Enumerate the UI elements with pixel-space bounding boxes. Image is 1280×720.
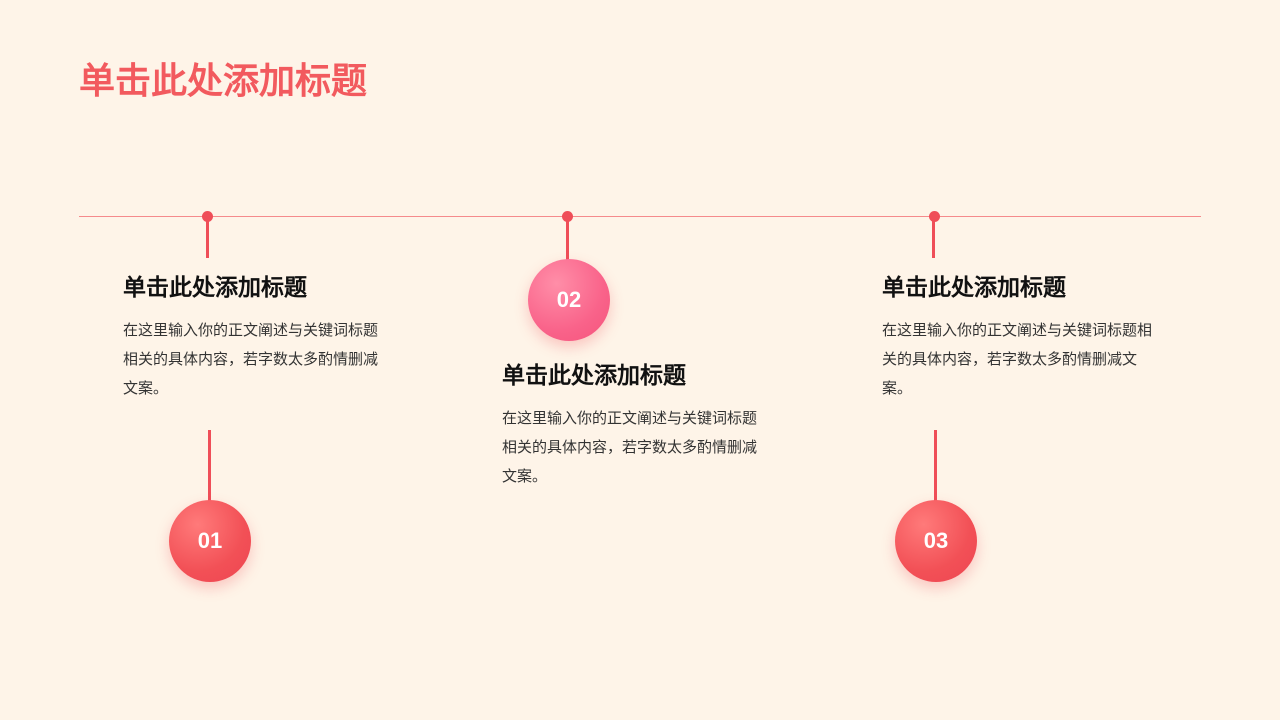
page-title[interactable]: 单击此处添加标题 xyxy=(79,61,368,102)
step-2-body[interactable]: 在这里输入你的正文阐述与关键词标题相关的具体内容，若字数太多酌情删减文案。 xyxy=(502,409,758,485)
step-1-body[interactable]: 在这里输入你的正文阐述与关键词标题相关的具体内容，若字数太多酌情删减文案。 xyxy=(123,321,379,397)
step-1-connector xyxy=(208,430,211,502)
step-3-number: 03 xyxy=(923,528,949,553)
step-3-body[interactable]: 在这里输入你的正文阐述与关键词标题相关的具体内容，若字数太多酌情删减文案。 xyxy=(882,321,1153,397)
step-1-number-badge: 01 xyxy=(169,500,251,582)
step-2-title[interactable]: 单击此处添加标题 xyxy=(502,363,686,389)
step-3-number-badge: 03 xyxy=(895,500,977,582)
timeline-line xyxy=(79,216,1201,217)
timeline-stem-3 xyxy=(932,216,935,258)
step-1-number: 01 xyxy=(197,528,223,553)
step-3-title[interactable]: 单击此处添加标题 xyxy=(882,275,1066,301)
step-1-title[interactable]: 单击此处添加标题 xyxy=(123,275,307,301)
timeline-stem-2 xyxy=(566,216,569,266)
step-2-number-badge: 02 xyxy=(528,259,610,341)
step-3-connector xyxy=(934,430,937,502)
step-2-number: 02 xyxy=(556,287,582,312)
timeline-stem-1 xyxy=(206,216,209,258)
